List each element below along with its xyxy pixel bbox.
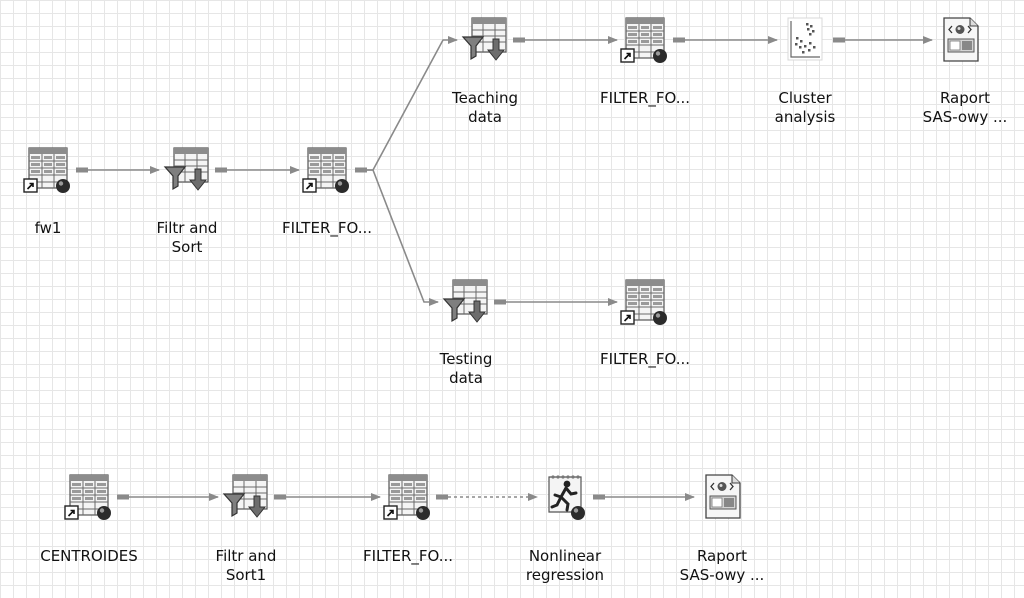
- filter-query-icon: [442, 279, 488, 323]
- data-table-icon: [23, 147, 70, 193]
- filter-query-icon: [222, 474, 268, 518]
- flow-node-centroides[interactable]: [64, 472, 114, 522]
- data-table-icon: [302, 147, 349, 193]
- report-icon: [705, 474, 741, 519]
- flow-link-filter_fo_1-to-testing[interactable]: [355, 167, 439, 306]
- scatter-plot-icon: [787, 17, 823, 61]
- task-program-icon: [548, 475, 585, 520]
- node-label-fw1[interactable]: fw1: [34, 219, 62, 237]
- flow-node-filter_fo_3[interactable]: [620, 277, 670, 327]
- flow-node-filter_fo_4[interactable]: [383, 472, 433, 522]
- node-label-nonlinear[interactable]: Nonlinear regression: [525, 547, 605, 584]
- node-label-teaching[interactable]: Teaching data: [452, 89, 518, 126]
- node-label-testing[interactable]: Testing data: [439, 350, 493, 387]
- flow-node-cluster[interactable]: [780, 15, 830, 65]
- node-label-cluster[interactable]: Cluster analysis: [774, 89, 836, 126]
- data-table-icon: [620, 17, 667, 63]
- flow-node-nonlinear[interactable]: [540, 472, 590, 522]
- node-label-filter_fo_4[interactable]: FILTER_FO...: [362, 547, 454, 565]
- node-label-raport_1[interactable]: Raport SAS-owy ...: [922, 89, 1008, 126]
- node-label-filter_sort_2[interactable]: Filtr and Sort1: [215, 547, 277, 584]
- flow-node-raport_2[interactable]: [697, 472, 747, 522]
- data-table-icon: [383, 474, 430, 520]
- report-icon: [943, 17, 979, 62]
- flow-node-teaching[interactable]: [460, 15, 510, 65]
- node-label-filter_fo_1[interactable]: FILTER_FO...: [281, 219, 373, 237]
- node-label-filter_fo_3[interactable]: FILTER_FO...: [599, 350, 691, 368]
- flow-node-fw1[interactable]: [23, 145, 73, 195]
- node-label-filter_fo_2[interactable]: FILTER_FO...: [599, 89, 691, 107]
- data-table-icon: [620, 279, 667, 325]
- filter-query-icon: [461, 17, 507, 61]
- flow-node-raport_1[interactable]: [935, 15, 985, 65]
- link-line[interactable]: [355, 169, 439, 306]
- flow-node-testing[interactable]: [441, 277, 491, 327]
- node-label-raport_2[interactable]: Raport SAS-owy ...: [679, 547, 765, 584]
- flow-node-filter_sort_2[interactable]: [221, 472, 271, 522]
- flow-node-filter_fo_2[interactable]: [620, 15, 670, 65]
- node-label-centroides[interactable]: CENTROIDES: [40, 547, 138, 565]
- data-table-icon: [64, 474, 111, 520]
- filter-query-icon: [163, 147, 209, 191]
- node-label-filter_sort_1[interactable]: Filtr and Sort: [156, 219, 218, 256]
- flow-node-filter_fo_1[interactable]: [302, 145, 352, 195]
- flow-node-filter_sort_1[interactable]: [162, 145, 212, 195]
